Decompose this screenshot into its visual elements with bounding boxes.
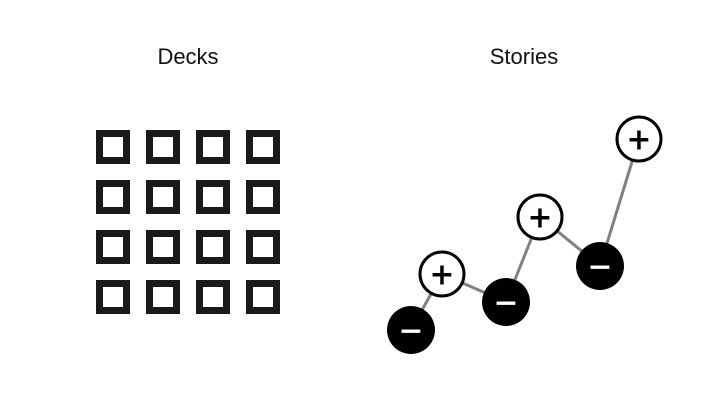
plus-node: + xyxy=(418,250,466,298)
minus-node: − xyxy=(576,242,624,290)
deck-square xyxy=(246,230,280,264)
deck-square xyxy=(146,230,180,264)
deck-square xyxy=(196,230,230,264)
decks-grid xyxy=(96,130,280,314)
deck-square xyxy=(246,280,280,314)
minus-node: − xyxy=(482,278,530,326)
deck-square xyxy=(196,180,230,214)
minus-sign-icon: − xyxy=(493,286,518,321)
deck-square xyxy=(196,280,230,314)
deck-square xyxy=(146,130,180,164)
plus-circle xyxy=(516,193,564,241)
minus-sign-icon: − xyxy=(398,314,423,349)
minus-node: − xyxy=(387,306,435,354)
decks-title: Decks xyxy=(157,44,219,69)
plus-sign-icon: + xyxy=(527,201,552,236)
minus-circle xyxy=(576,242,624,290)
minus-circle xyxy=(387,306,435,354)
deck-square xyxy=(96,180,130,214)
deck-square xyxy=(196,130,230,164)
deck-square xyxy=(96,130,130,164)
deck-square xyxy=(246,180,280,214)
story-nodes: −+−+−+ xyxy=(387,115,663,354)
plus-sign-icon: + xyxy=(626,123,651,158)
deck-square xyxy=(246,130,280,164)
plus-node: + xyxy=(516,193,564,241)
plus-circle xyxy=(615,115,663,163)
plus-circle xyxy=(418,250,466,298)
stories-title: Stories xyxy=(489,44,559,69)
plus-sign-icon: + xyxy=(429,258,454,293)
plus-node: + xyxy=(615,115,663,163)
minus-circle xyxy=(482,278,530,326)
minus-sign-icon: − xyxy=(587,250,612,285)
deck-square xyxy=(96,280,130,314)
deck-square xyxy=(146,280,180,314)
deck-square xyxy=(96,230,130,264)
deck-square xyxy=(146,180,180,214)
